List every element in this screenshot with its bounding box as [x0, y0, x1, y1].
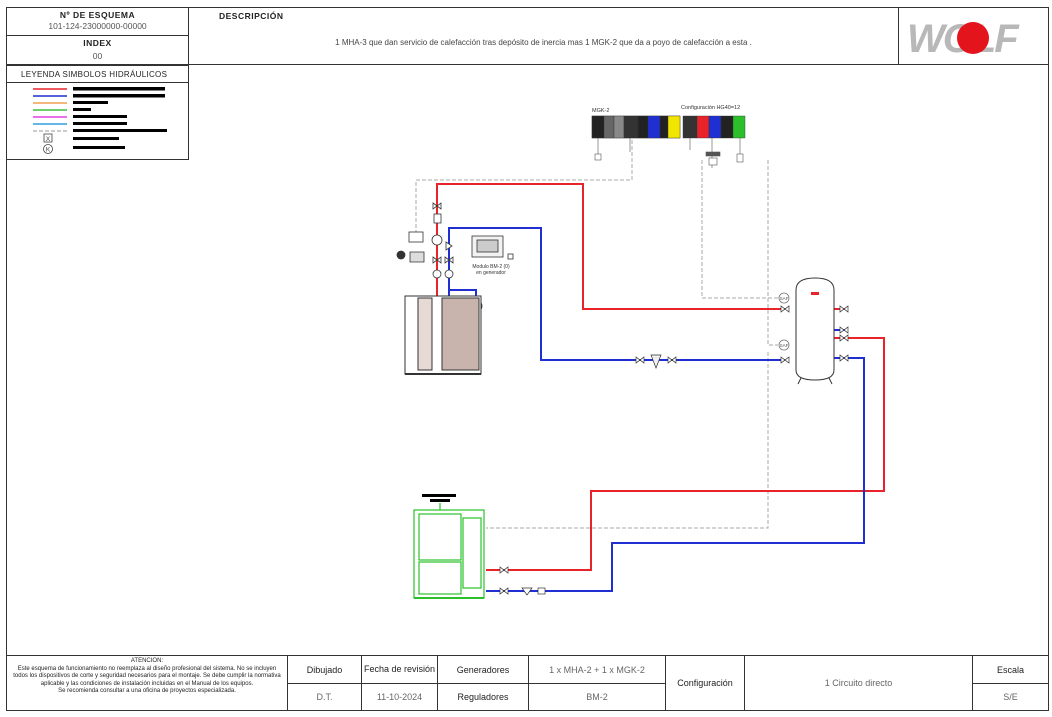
legend-redacted-6: [73, 122, 127, 125]
legend-symbols: X K: [33, 87, 167, 154]
index-label: INDEX: [83, 38, 112, 48]
attention-box: ATENCION: Este esquema de funcionamiento…: [6, 655, 288, 711]
attention-title: ATENCION:: [130, 658, 164, 664]
legend-x-symbol: X: [46, 136, 51, 143]
saf-label-1: SAF: [780, 296, 789, 301]
legend-redacted-5: [73, 115, 127, 118]
legend-x-box: [43, 133, 53, 143]
saf-sensors: [778, 292, 790, 351]
revision-label: Fecha de revisión: [361, 655, 438, 684]
revision-value: 11-10-2024: [361, 683, 438, 711]
scale-label: Escala: [972, 655, 1049, 684]
regulators-label: Reguladores: [437, 683, 529, 711]
attention-text: Este esquema de funcionamiento no reempl…: [13, 665, 281, 687]
bm2-label-1: Modulo BM-2 (0): [472, 264, 510, 270]
bm2-label-2: en generador: [476, 270, 506, 276]
mgk-redacted-2: [430, 499, 450, 502]
mgk-valves: [499, 566, 546, 596]
scheme-value: 101-124-23000000-00000: [48, 21, 147, 31]
tank-valves: [635, 305, 849, 369]
logo-box: WOLF: [898, 7, 1049, 65]
config-value: 1 Circuito directo: [744, 655, 973, 711]
scale-value: S/E: [972, 683, 1049, 711]
bm2-module: [471, 235, 514, 260]
legend-redacted-1: [73, 87, 165, 91]
terminal-leads: [594, 138, 744, 168]
legend-redacted-2: [73, 94, 165, 98]
legend-box: LEYENDA SIMBOLOS HIDRÁULICOS X K: [6, 65, 189, 160]
legend-redacted-9: [73, 146, 125, 149]
drawn-label: Dibujado: [287, 655, 362, 684]
mha-boiler: [404, 295, 482, 375]
regulators-value: BM-2: [528, 683, 666, 711]
description-text: 1 MHA-3 que dan servicio de calefacción …: [335, 38, 752, 47]
legend-k-circle: [43, 144, 53, 154]
legend-redacted-8: [73, 137, 119, 140]
legend-redacted-4: [73, 108, 91, 111]
attention-text-2: Se recomienda consultar a una oficina de…: [58, 688, 236, 694]
legend-redacted-7: [73, 129, 167, 132]
legend-title: LEYENDA SIMBOLOS HIDRÁULICOS: [21, 70, 168, 79]
description-label: DESCRIPCIÓN: [219, 11, 284, 21]
legend-k-symbol: K: [46, 147, 51, 154]
scheme-label: Nº DE ESQUEMA: [59, 10, 136, 20]
drawn-value: D.T.: [287, 683, 362, 711]
mgk-redacted-1: [422, 494, 456, 497]
mgk-terminal-label: MGK-2: [592, 108, 609, 114]
config-label: Configuración: [665, 655, 745, 711]
control-lines: [415, 140, 778, 529]
wolf-logo: WOLF: [907, 17, 1022, 61]
saf-label-2: SAF: [780, 343, 789, 348]
buffer-tank: [795, 277, 835, 385]
generators-label: Generadores: [437, 655, 529, 684]
legend-redacted-3: [73, 101, 108, 104]
terminal-blocks: [591, 115, 746, 139]
mgk-unit: [413, 503, 485, 599]
index-value: 00: [92, 51, 103, 61]
generators-value: 1 x MHA-2 + 1 x MGK-2: [528, 655, 666, 684]
config-terminal-label: Configuración HG40=12: [681, 105, 740, 111]
